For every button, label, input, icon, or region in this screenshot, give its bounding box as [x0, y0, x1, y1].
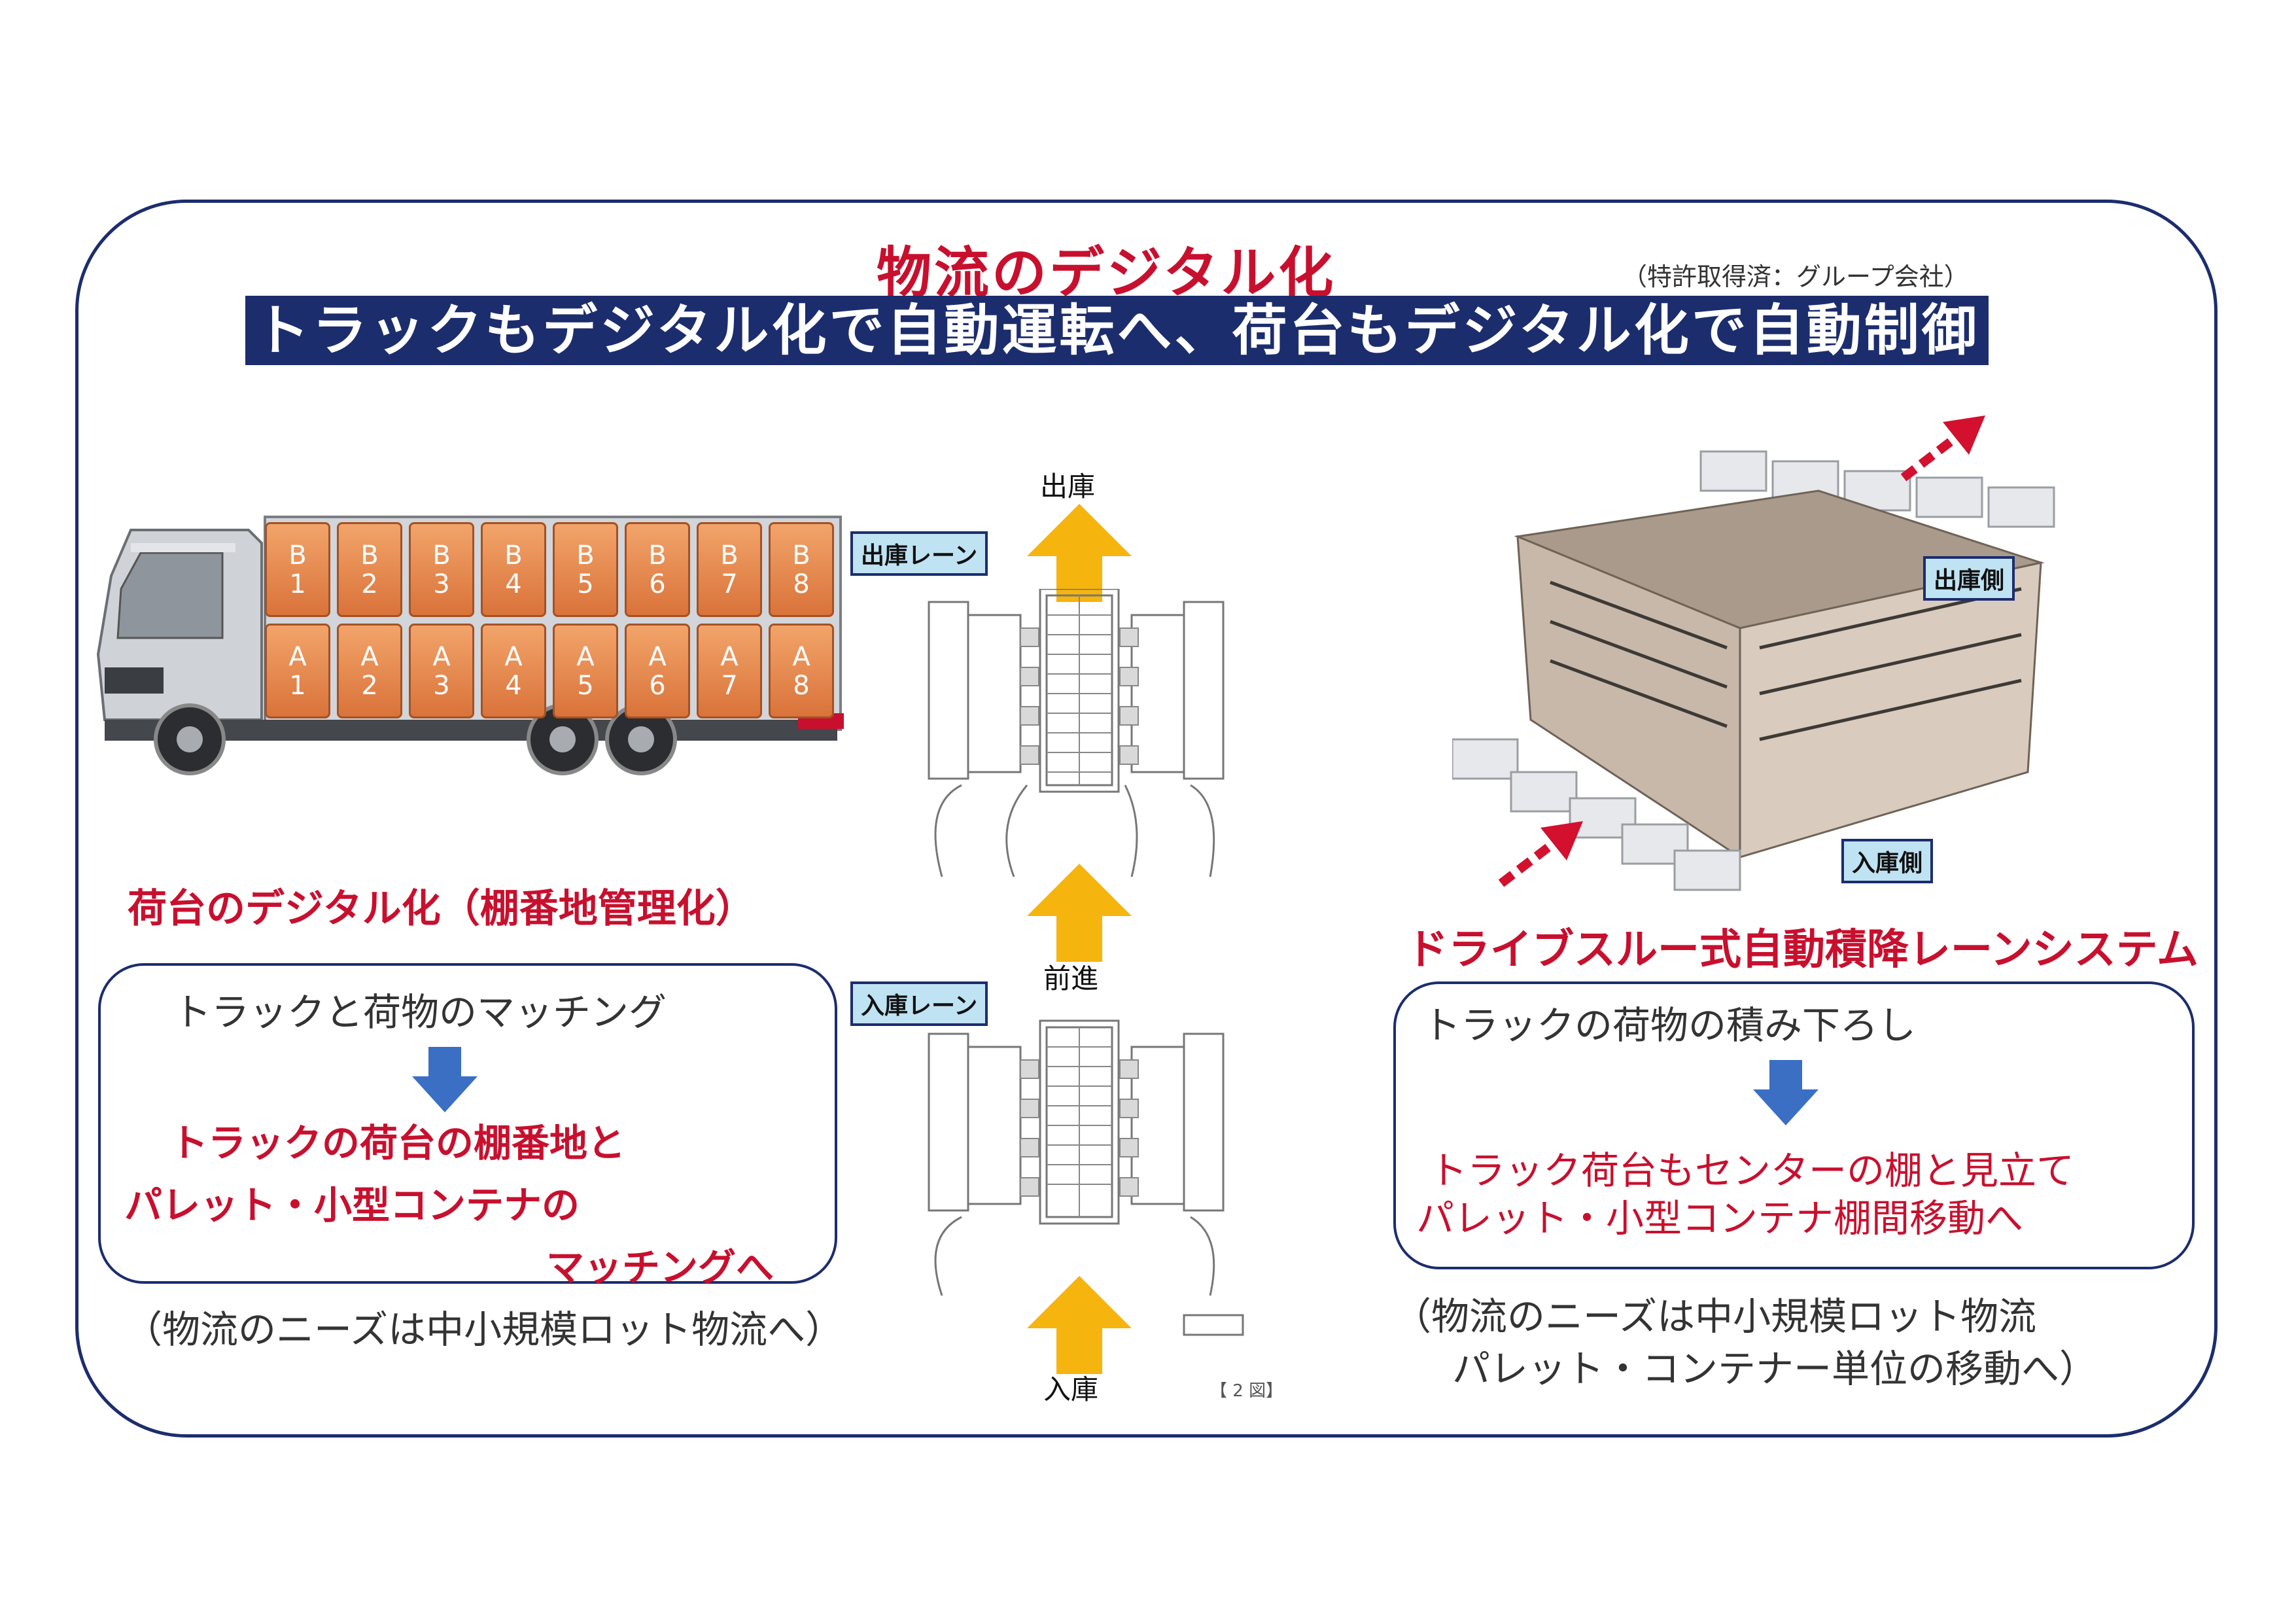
cell-row-letter: B: [288, 540, 307, 571]
right-note-line1: （物流のニーズは中小規模ロット物流: [1393, 1294, 2037, 1339]
in-label: 入庫: [1043, 1373, 1099, 1405]
yellow-up-arrow-icon: [1027, 504, 1132, 602]
right-result-line2: パレット・小型コンテナ棚間移動へ: [1416, 1196, 2024, 1241]
cell-slot-number: 2: [361, 569, 378, 599]
cell-row-letter: B: [720, 540, 739, 571]
cell-slot-number: 6: [649, 569, 666, 599]
cell-row-letter: B: [792, 540, 810, 571]
cell-slot-number: 4: [505, 670, 522, 701]
out-lane-label: 出庫レーン: [850, 531, 988, 576]
left-result-line3: マッチングへ: [546, 1245, 774, 1290]
blue-down-arrow-icon: [412, 1047, 478, 1112]
red-dashed-arrow-icon: [1498, 821, 1583, 887]
cell-row-letter: A: [720, 641, 739, 672]
left-section-title: 荷台のデジタル化（棚番地管理化）: [128, 886, 755, 932]
cell-row-letter: B: [360, 540, 379, 571]
figure-caption: 【 2 図】: [1210, 1381, 1283, 1401]
out-side-label: 出庫側: [1923, 556, 2015, 601]
cell-slot-number: 7: [721, 670, 738, 701]
cell-slot-number: 7: [721, 569, 738, 599]
right-info-box: [1393, 981, 2195, 1269]
red-dashed-arrow-icon: [1900, 415, 1985, 482]
cell-slot-number: 5: [577, 670, 594, 701]
cell-row-letter: A: [648, 641, 667, 672]
in-side-label: 入庫側: [1841, 839, 1934, 883]
cell-row-letter: A: [792, 641, 810, 672]
cell-slot-number: 6: [649, 670, 666, 701]
cell-row-letter: A: [360, 641, 379, 672]
cell-slot-number: 4: [505, 569, 522, 599]
cell-row-letter: A: [432, 641, 451, 672]
cell-slot-number: 5: [577, 569, 594, 599]
in-lane-label: 入庫レーン: [850, 981, 988, 1026]
cell-row-letter: A: [576, 641, 595, 672]
cell-row-letter: B: [432, 540, 451, 571]
left-box-line1: トラックと荷物のマッチング: [173, 990, 667, 1034]
cell-slot-number: 2: [361, 670, 378, 701]
cell-row-letter: A: [504, 641, 523, 672]
cell-slot-number: 8: [793, 670, 810, 701]
cell-row-letter: A: [288, 641, 307, 672]
out-label: 出庫: [1040, 470, 1096, 503]
cell-row-letter: B: [576, 540, 595, 571]
left-note: （物流のニーズは中小規模ロット物流へ）: [124, 1307, 844, 1352]
right-box-line1: トラックの荷物の積み下ろし: [1423, 1003, 1917, 1048]
right-result-line1: トラック荷台もセンターの棚と見立て: [1429, 1148, 2075, 1193]
cell-row-letter: B: [648, 540, 667, 571]
blue-down-arrow-icon: [1753, 1060, 1818, 1125]
headline-banner: トラックもデジタル化で自動運転へ、荷台もデジタル化で自動制御へ: [245, 296, 1989, 432]
cell-slot-number: 1: [289, 670, 306, 701]
cell-slot-number: 1: [289, 569, 306, 599]
patent-note: （特許取得済：グループ会社）: [1622, 262, 1969, 291]
page-title: 物流のデジタル化: [877, 241, 1336, 305]
cell-slot-number: 3: [433, 569, 450, 599]
yellow-up-arrow-icon: [1027, 1276, 1132, 1374]
lower-lane-schematic: [928, 1019, 1244, 1336]
cell-slot-number: 3: [433, 670, 450, 701]
upper-lane-schematic: [928, 589, 1225, 877]
main-frame: [75, 200, 2218, 1438]
cell-row-letter: B: [504, 540, 523, 571]
left-result-line2: パレット・小型コンテナの: [124, 1183, 580, 1227]
cell-slot-number: 8: [793, 569, 810, 599]
forward-label: 前進: [1043, 962, 1099, 995]
left-result-line1: トラックの荷台の棚番地と: [170, 1121, 626, 1165]
left-info-box: [98, 963, 837, 1284]
yellow-up-arrow-icon: [1027, 864, 1132, 962]
right-section-title: ドライブスルー式自動積降レーンシステム: [1406, 926, 2199, 974]
right-note-line2: パレット・コンテナー単位の移動へ）: [1452, 1347, 2098, 1391]
warehouse-illustration: [1452, 450, 2055, 891]
